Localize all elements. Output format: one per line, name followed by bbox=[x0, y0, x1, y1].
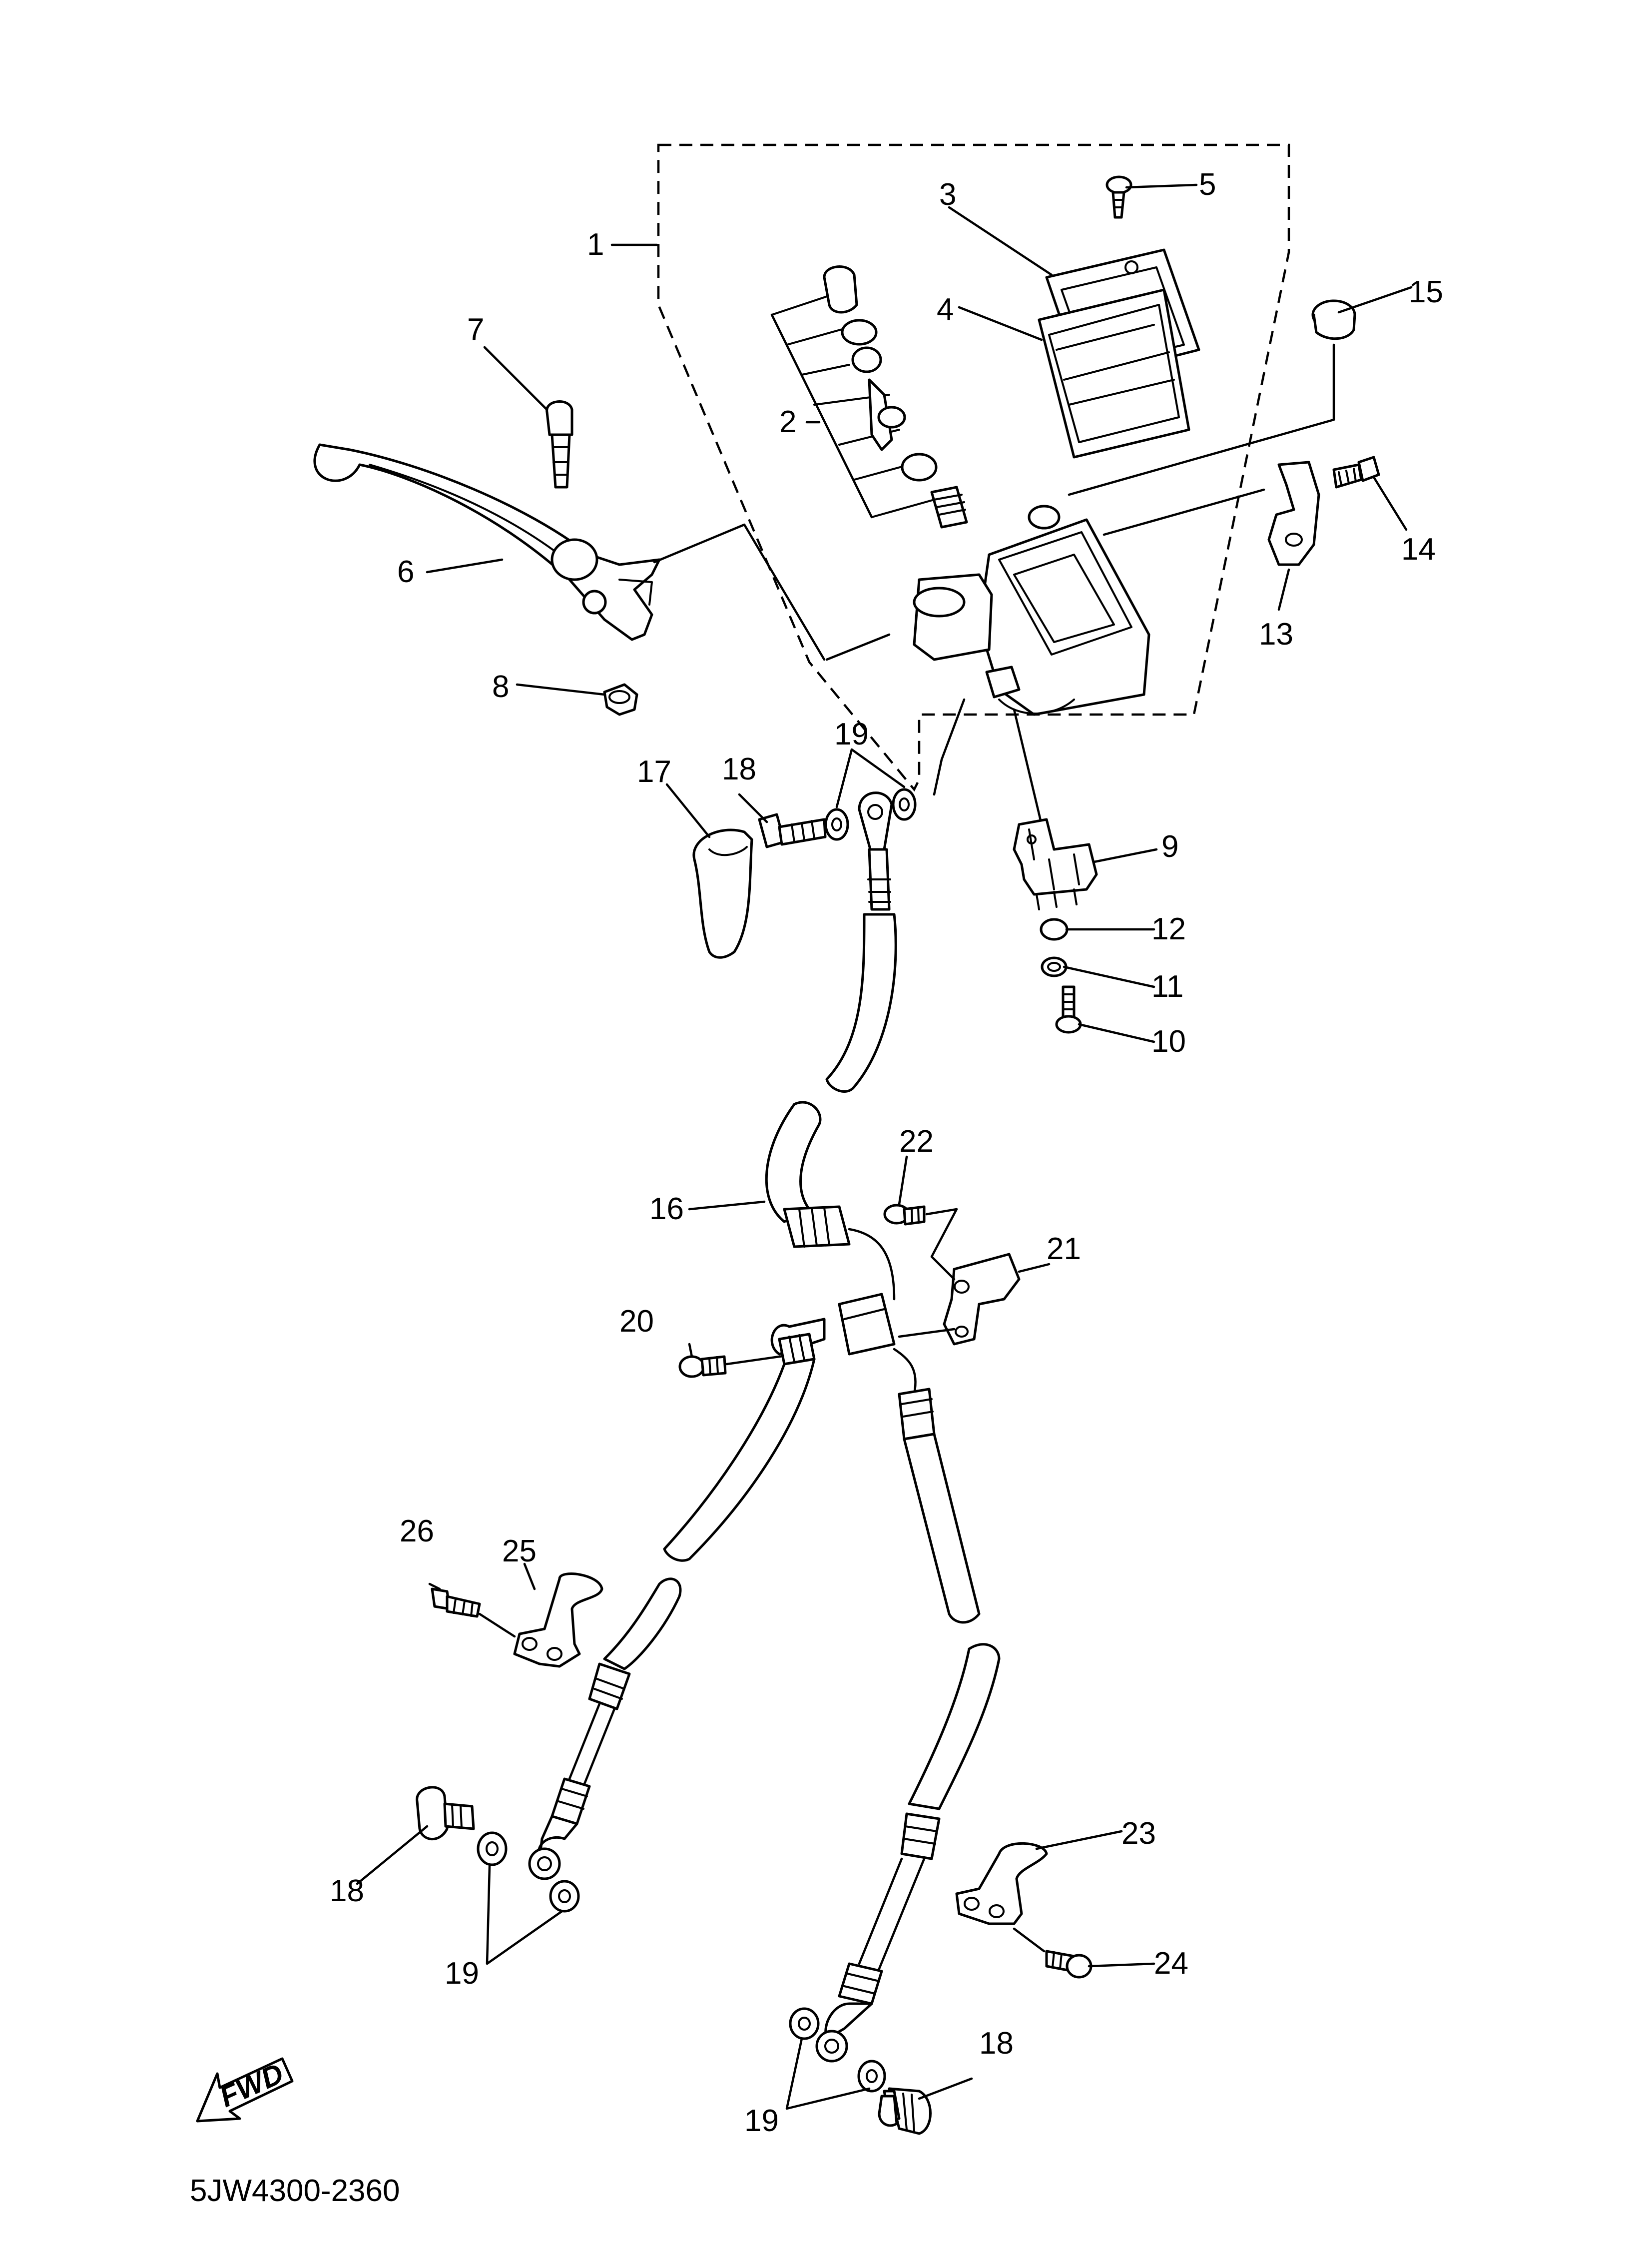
diaphragm-4 bbox=[1038, 288, 1190, 459]
brake-lever-6 bbox=[313, 443, 661, 641]
left-brake-hose bbox=[528, 1318, 826, 1880]
lever-nut-8 bbox=[603, 683, 638, 716]
diagram-code: 5JW4300-2360 bbox=[190, 2174, 400, 2208]
callout-6: 6 bbox=[397, 555, 414, 589]
right-brake-hose bbox=[815, 1348, 1001, 2063]
callout-numbers: 1 2 3 4 5 6 7 8 9 10 11 12 13 14 15 16 1… bbox=[330, 167, 1443, 2138]
callout-14: 14 bbox=[1401, 532, 1436, 567]
callout-8: 8 bbox=[492, 670, 509, 704]
union-bolt-18-top bbox=[758, 813, 827, 848]
callout-20: 20 bbox=[619, 1304, 654, 1339]
callout-4: 4 bbox=[937, 292, 954, 327]
hose-clamp-25 bbox=[513, 1572, 603, 1668]
washer-12 bbox=[1040, 918, 1069, 941]
copper-washers-19-right bbox=[789, 2007, 886, 2093]
callout-12: 12 bbox=[1151, 912, 1186, 946]
lever-pivot-bolt-7 bbox=[546, 400, 573, 489]
master-cylinder-body bbox=[913, 505, 1150, 716]
joint-bolt-20 bbox=[678, 1355, 727, 1378]
callout-15: 15 bbox=[1409, 275, 1443, 309]
holder-clamp-13 bbox=[1267, 461, 1320, 566]
bracket-bolt-22 bbox=[883, 1204, 926, 1226]
leader-lines bbox=[356, 183, 1413, 2110]
callout-19-left: 19 bbox=[445, 1956, 479, 1991]
callout-22: 22 bbox=[899, 1124, 934, 1159]
cap-15 bbox=[1311, 299, 1356, 340]
callout-18-right: 18 bbox=[979, 2026, 1014, 2061]
callout-16: 16 bbox=[649, 1192, 684, 1226]
piston-kit-2 bbox=[770, 265, 968, 529]
brake-switch-9 bbox=[1013, 708, 1098, 910]
callout-21: 21 bbox=[1047, 1232, 1081, 1266]
callout-17: 17 bbox=[637, 754, 671, 789]
fwd-label: FWD bbox=[215, 2057, 288, 2114]
union-bolt-18-right bbox=[878, 2087, 932, 2135]
copper-washers-19-top bbox=[824, 788, 917, 841]
callout-9: 9 bbox=[1161, 829, 1178, 864]
callout-3: 3 bbox=[939, 177, 956, 212]
callout-25: 25 bbox=[502, 1534, 537, 1568]
copper-washers-19-left bbox=[477, 1831, 580, 1913]
brake-hose-joint bbox=[838, 1293, 896, 1356]
callout-10: 10 bbox=[1151, 1024, 1186, 1059]
hose-clamp-23 bbox=[955, 1842, 1048, 1925]
clamp-bolt-26 bbox=[431, 1587, 481, 1618]
callout-24: 24 bbox=[1154, 1946, 1188, 1981]
brake-hose-16 bbox=[765, 791, 897, 1301]
cap-screw-5 bbox=[1105, 175, 1132, 219]
callout-19-top: 19 bbox=[834, 717, 869, 752]
banjo-cover-17 bbox=[692, 828, 753, 959]
assembly-1-boundary bbox=[657, 143, 1290, 792]
callout-2: 2 bbox=[779, 405, 796, 439]
callout-11: 11 bbox=[1151, 969, 1183, 1004]
switch-screw-10 bbox=[1055, 985, 1082, 1034]
clamp-bolt-24 bbox=[1045, 1950, 1093, 1979]
union-bolt-18-left bbox=[416, 1786, 475, 1841]
callout-18-top: 18 bbox=[722, 752, 756, 786]
spring-washer-11 bbox=[1041, 956, 1068, 977]
callout-23: 23 bbox=[1121, 1816, 1156, 1851]
callout-26: 26 bbox=[400, 1514, 434, 1548]
callout-18-left: 18 bbox=[330, 1874, 364, 1908]
callout-19-right: 19 bbox=[744, 2104, 779, 2138]
callout-13: 13 bbox=[1259, 617, 1293, 652]
callout-7: 7 bbox=[467, 312, 484, 347]
clamp-bolt-14 bbox=[1332, 456, 1380, 489]
hose-bracket-21 bbox=[943, 1253, 1021, 1346]
callout-5: 5 bbox=[1199, 167, 1216, 202]
callout-1: 1 bbox=[587, 227, 604, 262]
fwd-arrow-icon: FWD bbox=[196, 2057, 294, 2123]
